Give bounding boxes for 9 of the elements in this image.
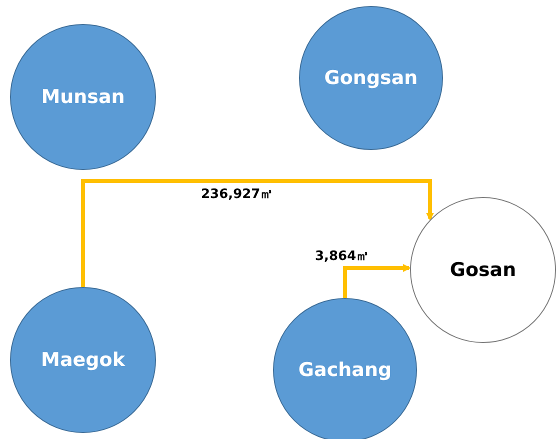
- node-label: Gachang: [298, 359, 392, 381]
- arrow: [81, 179, 434, 287]
- edge-label: 3,864㎥: [314, 247, 370, 265]
- node-label: Gosan: [450, 259, 516, 281]
- node-label: Maegok: [41, 349, 125, 371]
- edge-label: 236,927㎥: [200, 185, 274, 203]
- node-label: Munsan: [41, 86, 125, 108]
- node-label: Gongsan: [324, 67, 418, 89]
- arrow: [343, 264, 412, 298]
